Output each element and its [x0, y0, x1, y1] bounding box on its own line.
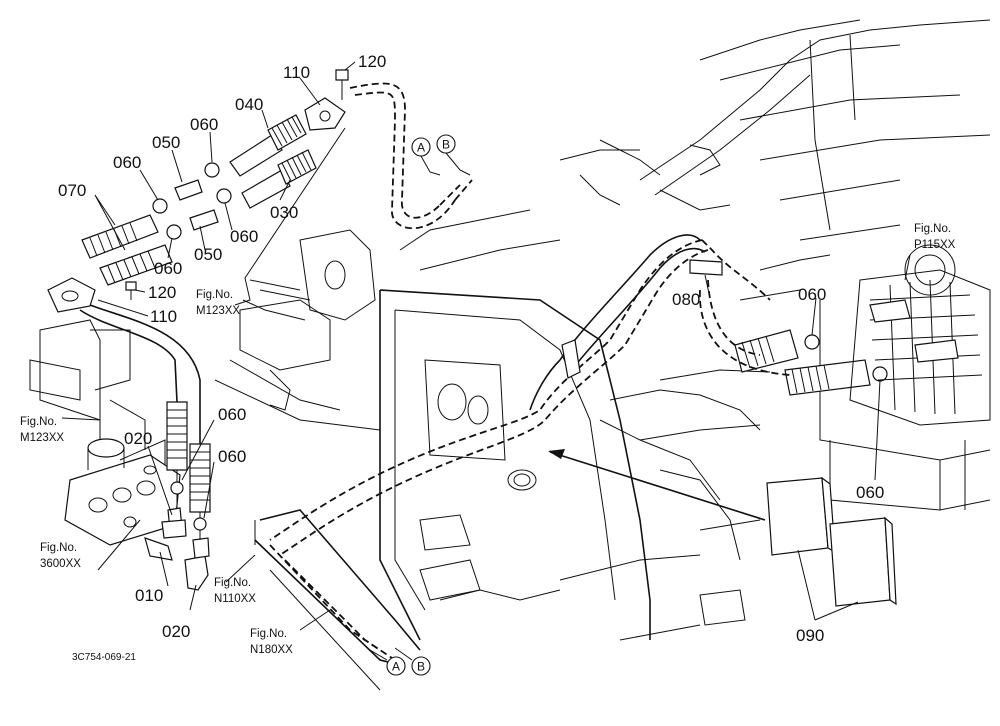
- fig-ref-n110: Fig.No. N110XX: [214, 577, 256, 605]
- svg-text:Fig.No.: Fig.No.: [40, 542, 77, 554]
- lower-hoses: [79, 304, 211, 540]
- connector-a-top: A: [411, 137, 431, 157]
- svg-text:3600XX: 3600XX: [40, 558, 81, 570]
- fig-ref-n180: Fig.No. N180XX: [250, 628, 293, 656]
- svg-text:B: B: [417, 660, 425, 674]
- callout-080: 080: [672, 290, 700, 309]
- svg-text:A: A: [392, 660, 400, 674]
- center-hose: [529, 234, 706, 411]
- callout-060-left: 060: [113, 153, 141, 172]
- drawing-code: 3C754-069-21: [72, 652, 136, 663]
- fig-ref-m123-left: Fig.No. M123XX: [20, 416, 64, 444]
- svg-text:P115XX: P115XX: [914, 239, 956, 251]
- svg-text:B: B: [442, 138, 450, 152]
- callout-030: 030: [270, 203, 298, 222]
- figure-references: Fig.No. M123XX Fig.No. P115XX Fig.No. M1…: [20, 223, 956, 656]
- callout-060-right: 060: [798, 285, 826, 304]
- svg-text:M123XX: M123XX: [20, 432, 64, 444]
- callout-120-mid: 120: [148, 283, 176, 302]
- callout-020-bottom: 020: [162, 622, 190, 641]
- leader-lines: [61, 61, 911, 631]
- callout-060-hose2: 060: [218, 447, 246, 466]
- callout-050-low: 050: [194, 245, 222, 264]
- callout-060-right-low: 060: [856, 483, 884, 502]
- svg-text:Fig.No.: Fig.No.: [20, 416, 57, 428]
- callout-060-mid: 060: [230, 227, 258, 246]
- svg-text:N180XX: N180XX: [250, 644, 293, 656]
- svg-text:M123XX: M123XX: [196, 305, 240, 317]
- callout-050-top: 050: [152, 133, 180, 152]
- fig-ref-m123-top: Fig.No. M123XX: [196, 289, 240, 317]
- connector-b-bottom: B: [411, 656, 431, 676]
- hose-routes: [269, 82, 791, 661]
- connector-b-top: B: [436, 134, 456, 154]
- callout-060-top: 060: [190, 115, 218, 134]
- valve-body: [64, 438, 181, 546]
- fig-ref-3600: Fig.No. 3600XX: [40, 542, 81, 570]
- svg-text:Fig.No.: Fig.No.: [914, 223, 951, 235]
- callout-120-top: 120: [358, 52, 386, 71]
- chassis-outline: [29, 19, 991, 691]
- right-hose-assembly: [548, 244, 991, 607]
- svg-text:Fig.No.: Fig.No.: [214, 577, 251, 589]
- callout-010: 010: [135, 586, 163, 605]
- svg-text:A: A: [417, 141, 425, 155]
- elbow-fittings: [144, 507, 210, 591]
- callout-070: 070: [58, 181, 86, 200]
- callout-020-top: 020: [124, 429, 152, 448]
- callout-110-mid: 110: [150, 307, 177, 326]
- callout-060-low: 060: [154, 259, 182, 278]
- callout-040: 040: [235, 95, 263, 114]
- upper-hose-assembly: [47, 69, 349, 313]
- callout-110-top: 110: [283, 63, 310, 82]
- callout-090: 090: [796, 626, 824, 645]
- fig-ref-p115: Fig.No. P115XX: [914, 223, 956, 251]
- svg-text:Fig.No.: Fig.No.: [250, 628, 287, 640]
- callout-060-hose1: 060: [218, 405, 246, 424]
- svg-text:Fig.No.: Fig.No.: [196, 289, 233, 301]
- part-callouts: 120 110 040 060 050 060 070 030 060 060 …: [58, 52, 884, 645]
- svg-text:N110XX: N110XX: [214, 593, 256, 605]
- connector-a-bottom: A: [386, 656, 406, 676]
